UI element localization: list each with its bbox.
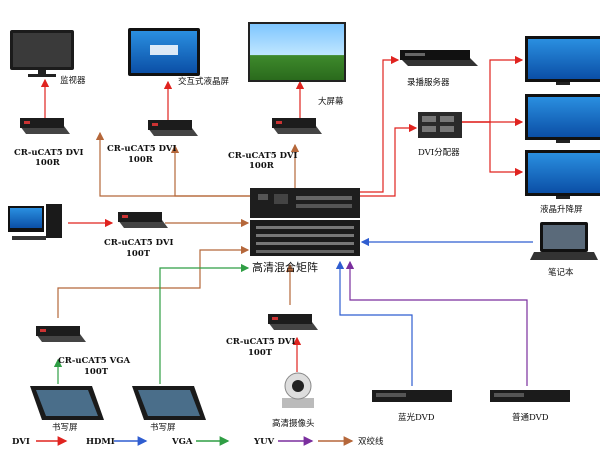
extender-t-cam-variant: 100T [248, 348, 273, 358]
recording-server-device [400, 50, 478, 66]
big-screen-label: 大屏幕 [318, 96, 344, 107]
interactive-lcd-label: 交互式液晶屏 [178, 76, 230, 87]
extender-r3 [272, 118, 322, 134]
writing-screen-2-label: 书写屏 [150, 422, 176, 433]
monitor-label: 监视器 [60, 75, 86, 86]
extender-t-pc-variant: 100T [126, 249, 151, 259]
extender-t-cam [268, 314, 318, 330]
legend-yuv-label: YUV [253, 437, 274, 447]
link-splitter-to-lcd3 [462, 121, 524, 177]
dvi-splitter-label: DVI分配器 [418, 148, 460, 158]
matrix-switcher-device [250, 188, 360, 256]
extender-r2 [148, 120, 198, 136]
recording-server-label: 录播服务器 [407, 77, 450, 88]
extender-t-vga-model: CR-uCAT5 VGA [58, 356, 130, 366]
legend: DVI HDMI VGA YUV 双绞线 [12, 436, 384, 447]
link-dvd-to-matrix [345, 260, 528, 386]
link-splitter-to-lcd1 [462, 55, 524, 123]
hd-camera-device [282, 372, 314, 408]
link-matrix-to-recorder [360, 55, 400, 193]
extender-r1-model: CR-uCAT5 DVI [14, 148, 83, 158]
writing-screen-1-label: 书写屏 [52, 422, 78, 433]
big-screen-device [248, 22, 346, 82]
lcd-screen-3 [525, 150, 600, 199]
link-tvga-to-matrix [57, 245, 250, 318]
extender-r3-model: CR-uCAT5 DVI [228, 151, 297, 161]
extender-r1-variant: 100R [35, 158, 61, 168]
bluray-dvd-device [372, 390, 452, 402]
bluray-dvd-label: 蓝光DVD [398, 412, 435, 423]
extender-t-vga [36, 326, 86, 342]
writing-screen-2-device [132, 386, 206, 420]
extender-r2-variant: 100R [128, 155, 154, 165]
interactive-lcd-device [128, 28, 200, 76]
normal-dvd-device [490, 390, 570, 402]
link-matrix-to-splitter [360, 123, 418, 197]
dvi-splitter-device [418, 112, 462, 138]
link-writing2-to-matrix [159, 263, 250, 384]
link-bluray-to-matrix [335, 260, 413, 386]
link-matrix-to-r2 [170, 144, 250, 197]
legend-vga-label: VGA [171, 437, 193, 447]
laptop-label: 笔记本 [548, 267, 574, 278]
lcd-screen-2 [525, 94, 600, 143]
extender-r1 [20, 118, 70, 134]
extender-r2-model: CR-uCAT5 DVI [107, 144, 176, 154]
pc-device [8, 204, 62, 240]
normal-dvd-label: 普通DVD [512, 412, 549, 423]
laptop-device [530, 222, 598, 260]
lcd-screen-1 [525, 36, 600, 85]
lcd-lift-label: 液晶升降屏 [540, 204, 583, 215]
legend-twisted-label: 双绞线 [358, 436, 384, 447]
writing-screen-1-device [30, 386, 104, 420]
extender-r3-variant: 100R [249, 161, 275, 171]
extender-t-cam-model: CR-uCAT5 DVI [226, 337, 295, 347]
extender-t-pc [118, 212, 168, 228]
extender-t-pc-model: CR-uCAT5 DVI [104, 238, 173, 248]
legend-hdmi-label: HDMI [86, 437, 115, 447]
monitor-device [10, 30, 74, 77]
legend-dvi-label: DVI [12, 437, 30, 447]
extender-t-vga-variant: 100T [84, 367, 109, 377]
hd-camera-label: 高清摄像头 [272, 418, 315, 429]
matrix-label: 高清混合矩阵 [252, 260, 318, 274]
